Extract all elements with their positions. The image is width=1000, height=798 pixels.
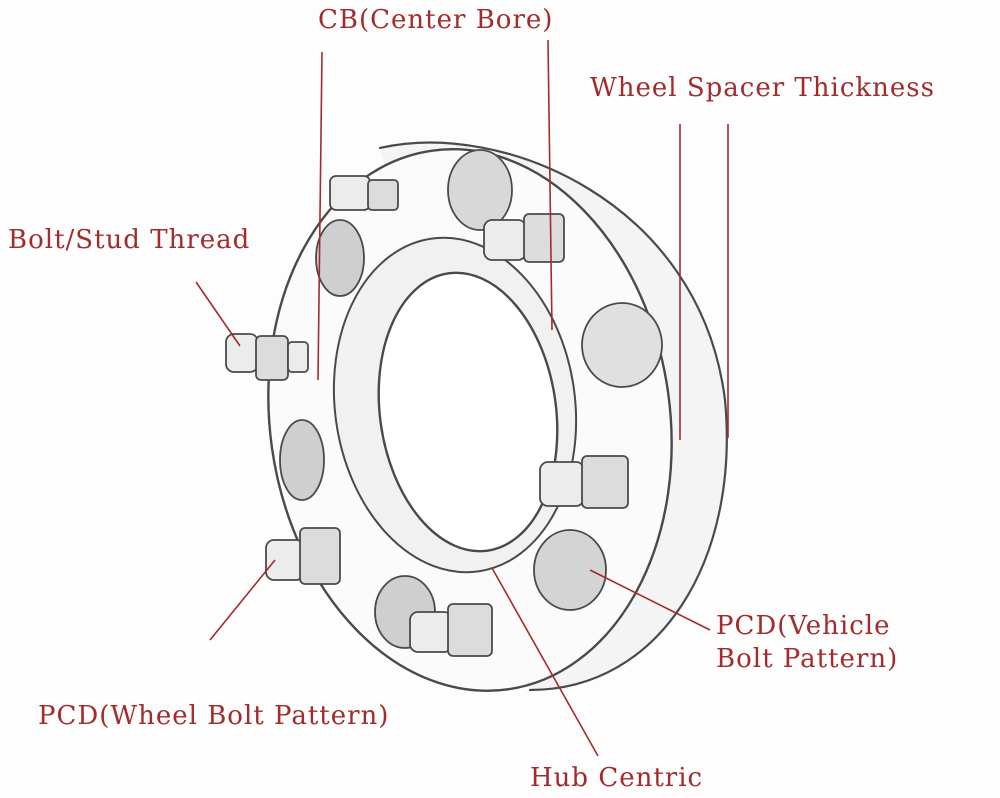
bolt-thread-label: Bolt/Stud Thread — [8, 225, 251, 255]
spacer-thickness-label: Wheel Spacer Thickness — [590, 73, 935, 103]
vehicle-bolt-hole — [279, 419, 325, 501]
pcd-vehicle-label-line2: Bolt Pattern) — [716, 643, 899, 674]
pcd-vehicle-label: PCD(Vehicle Bolt Pattern) — [716, 610, 898, 675]
vehicle-bolt-hole — [533, 529, 607, 611]
center-bore-leader — [547, 39, 553, 331]
wheel-stud — [225, 333, 309, 381]
vehicle-bolt-hole — [581, 302, 663, 388]
hub-centric-label: Hub Centric — [530, 763, 704, 793]
wheel-stud — [483, 213, 565, 263]
center-bore-leader — [317, 51, 323, 381]
pcd-wheel-leader — [209, 559, 276, 641]
vehicle-bolt-hole — [447, 149, 513, 231]
wheel-stud — [539, 455, 629, 509]
pcd-vehicle-label-line1: PCD(Vehicle — [716, 611, 891, 641]
wheel-stud — [265, 527, 341, 585]
center-bore — [377, 271, 559, 553]
wheel-stud — [409, 603, 493, 657]
pcd-vehicle-leader — [589, 569, 711, 631]
hub-centric-leader — [491, 567, 599, 757]
vehicle-bolt-hole — [315, 219, 365, 297]
bolt-thread-leader — [195, 281, 241, 347]
wheel-stud — [329, 175, 399, 211]
center-bore-label: CB(Center Bore) — [318, 5, 554, 35]
pcd-wheel-label: PCD(Wheel Bolt Pattern) — [38, 701, 390, 731]
